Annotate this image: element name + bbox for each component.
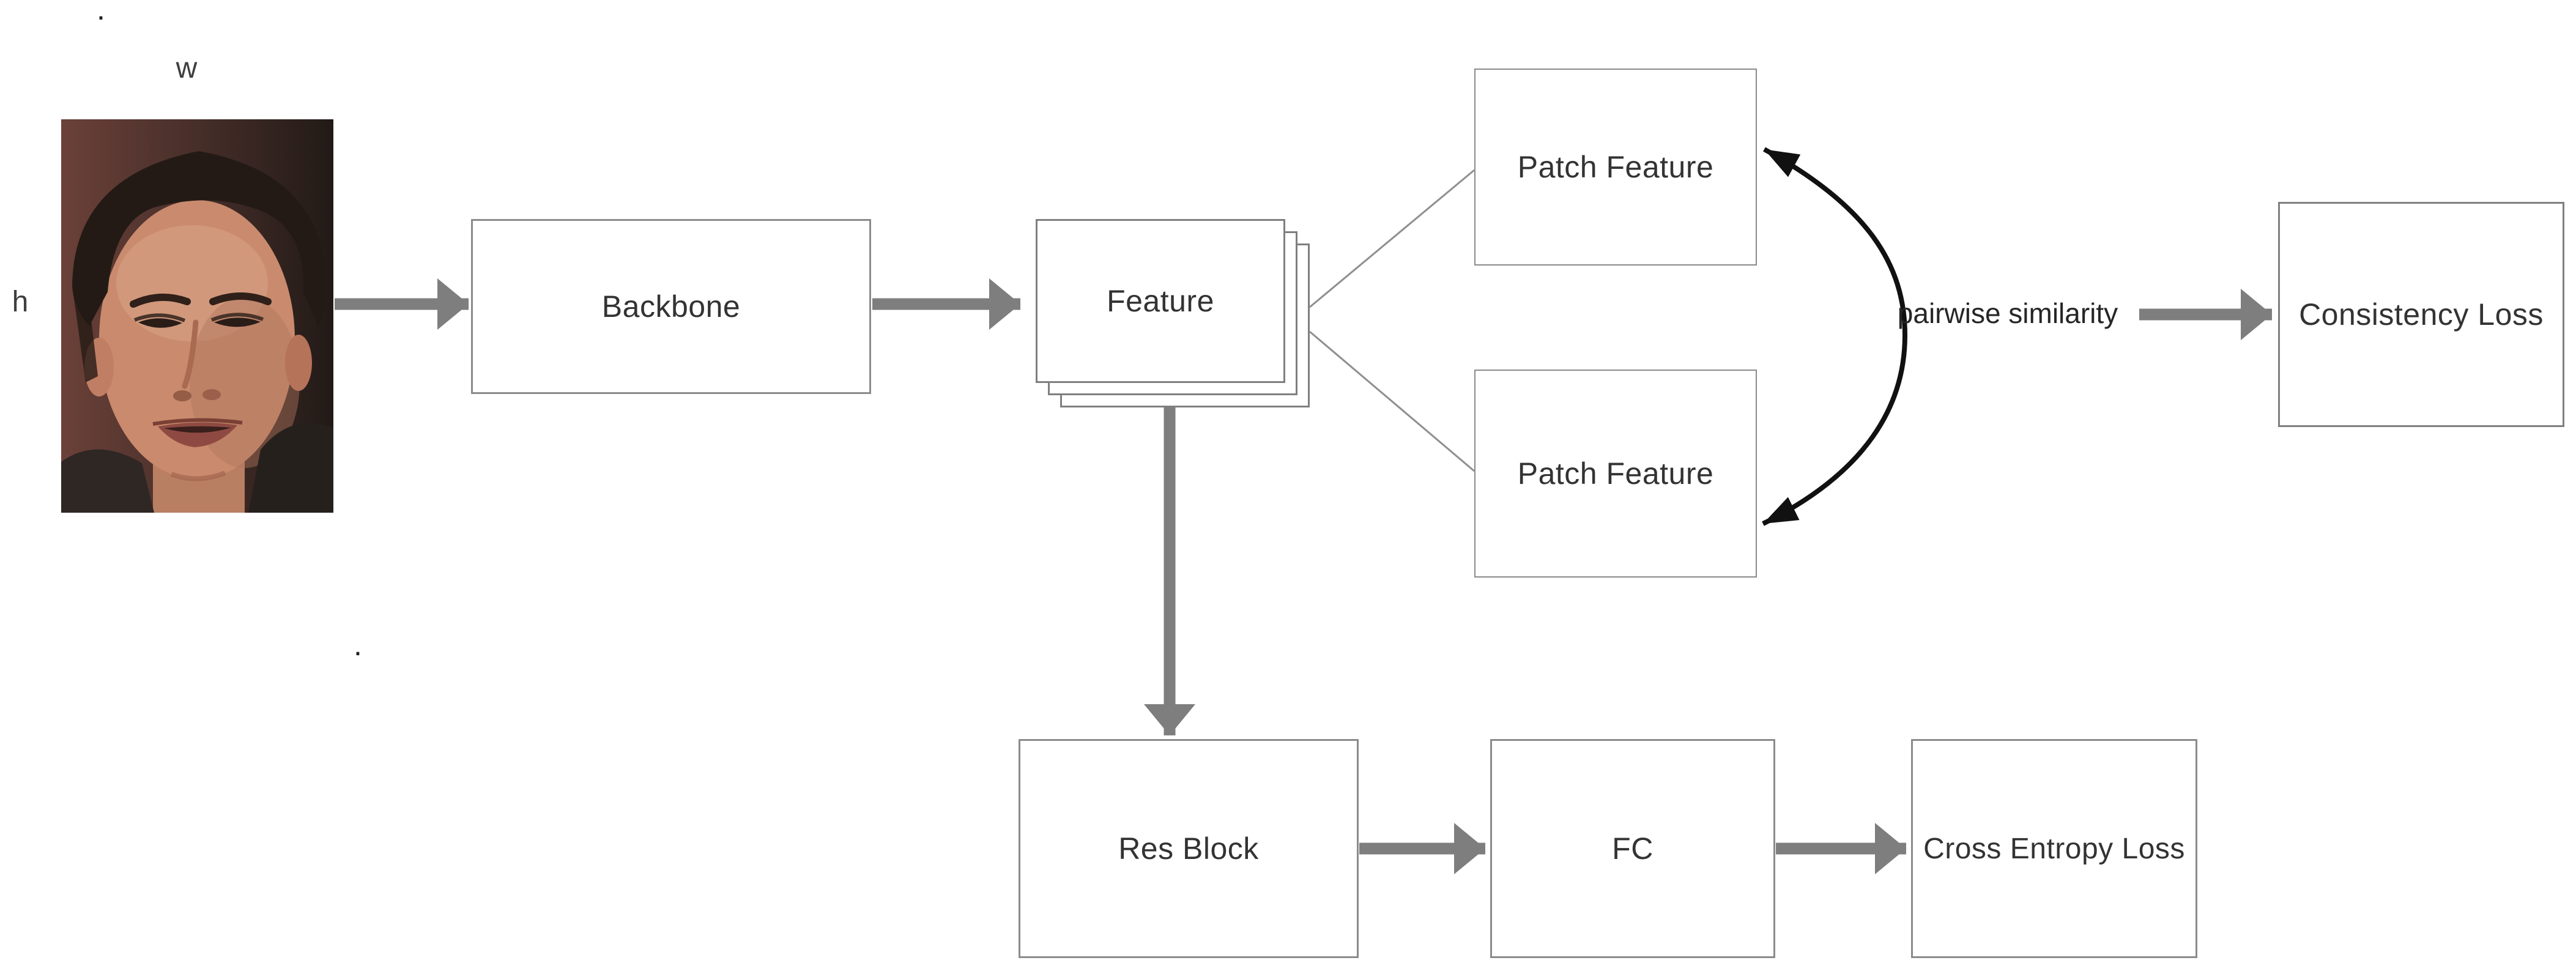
input-height-label: h <box>12 286 29 318</box>
node-patch-feature-top-label: Patch Feature <box>1517 150 1714 184</box>
node-patch-feature-bottom: Patch Feature <box>1474 370 1757 578</box>
node-patch-feature-bottom-label: Patch Feature <box>1517 456 1714 491</box>
face-photo-art <box>61 119 333 513</box>
node-backbone-label: Backbone <box>601 289 741 324</box>
node-consistency-loss-label: Consistency Loss <box>2299 297 2544 332</box>
node-res-block-label: Res Block <box>1118 831 1259 866</box>
node-patch-feature-top: Patch Feature <box>1474 69 1757 266</box>
node-cross-entropy-loss-label: Cross Entropy Loss <box>1923 832 2185 865</box>
node-res-block: Res Block <box>1019 739 1359 958</box>
double-arrow-patch-similarity <box>1762 147 1908 526</box>
input-face-image <box>61 119 333 513</box>
node-feature-label: Feature <box>1107 284 1214 318</box>
pairwise-similarity-label: pairwise similarity <box>1897 297 2118 329</box>
node-feature: Feature <box>1036 219 1285 383</box>
line-feature-to-patch-bottom <box>1309 330 1475 472</box>
node-fc: FC <box>1490 739 1775 958</box>
node-fc-label: FC <box>1612 831 1654 866</box>
stray-dot-top: . <box>97 0 105 26</box>
line-feature-to-patch-top <box>1309 169 1475 308</box>
input-width-label: w <box>176 52 198 84</box>
node-cross-entropy-loss: Cross Entropy Loss <box>1911 739 2197 958</box>
stray-dot-middle: . <box>354 628 362 662</box>
node-consistency-loss: Consistency Loss <box>2278 202 2564 427</box>
node-backbone: Backbone <box>471 219 871 394</box>
